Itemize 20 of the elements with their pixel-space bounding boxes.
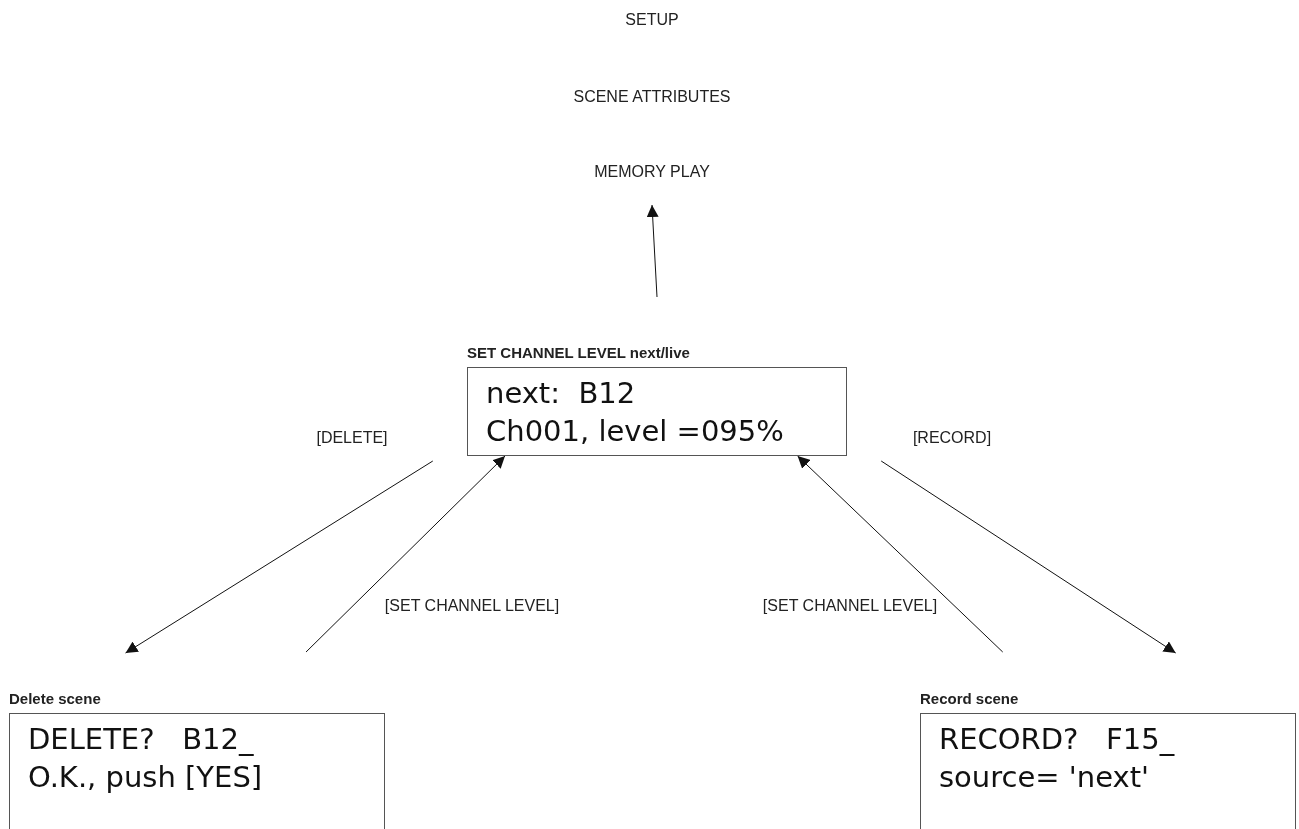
menu-item-text: SETUP bbox=[625, 11, 679, 29]
arrow bbox=[305, 455, 506, 653]
display-text: RECORD? F15_ bbox=[939, 721, 1175, 758]
screen-title: SET CHANNEL LEVEL next/live bbox=[467, 344, 690, 361]
screen-title: Record scene bbox=[920, 690, 1019, 707]
display-text: next: B12 bbox=[486, 375, 636, 412]
edge-label: [SET CHANNEL LEVEL] bbox=[382, 597, 562, 615]
display-text: DELETE? B12_ bbox=[28, 721, 254, 758]
menu-item-text: SCENE ATTRIBUTES bbox=[573, 88, 731, 106]
edge-label: [DELETE] bbox=[314, 429, 390, 447]
arrow bbox=[797, 455, 1004, 653]
display-text: O.K., push [YES] bbox=[28, 759, 263, 796]
edge-label: [SET CHANNEL LEVEL] bbox=[760, 597, 940, 615]
display-text: source= 'next' bbox=[939, 759, 1149, 796]
display-text: Ch001, level =095% bbox=[486, 413, 784, 450]
menu-item-text: MEMORY PLAY bbox=[594, 163, 710, 181]
arrow bbox=[646, 204, 659, 298]
screen-title: Delete scene bbox=[9, 690, 101, 707]
arrow bbox=[880, 460, 1177, 654]
arrow bbox=[125, 460, 434, 654]
